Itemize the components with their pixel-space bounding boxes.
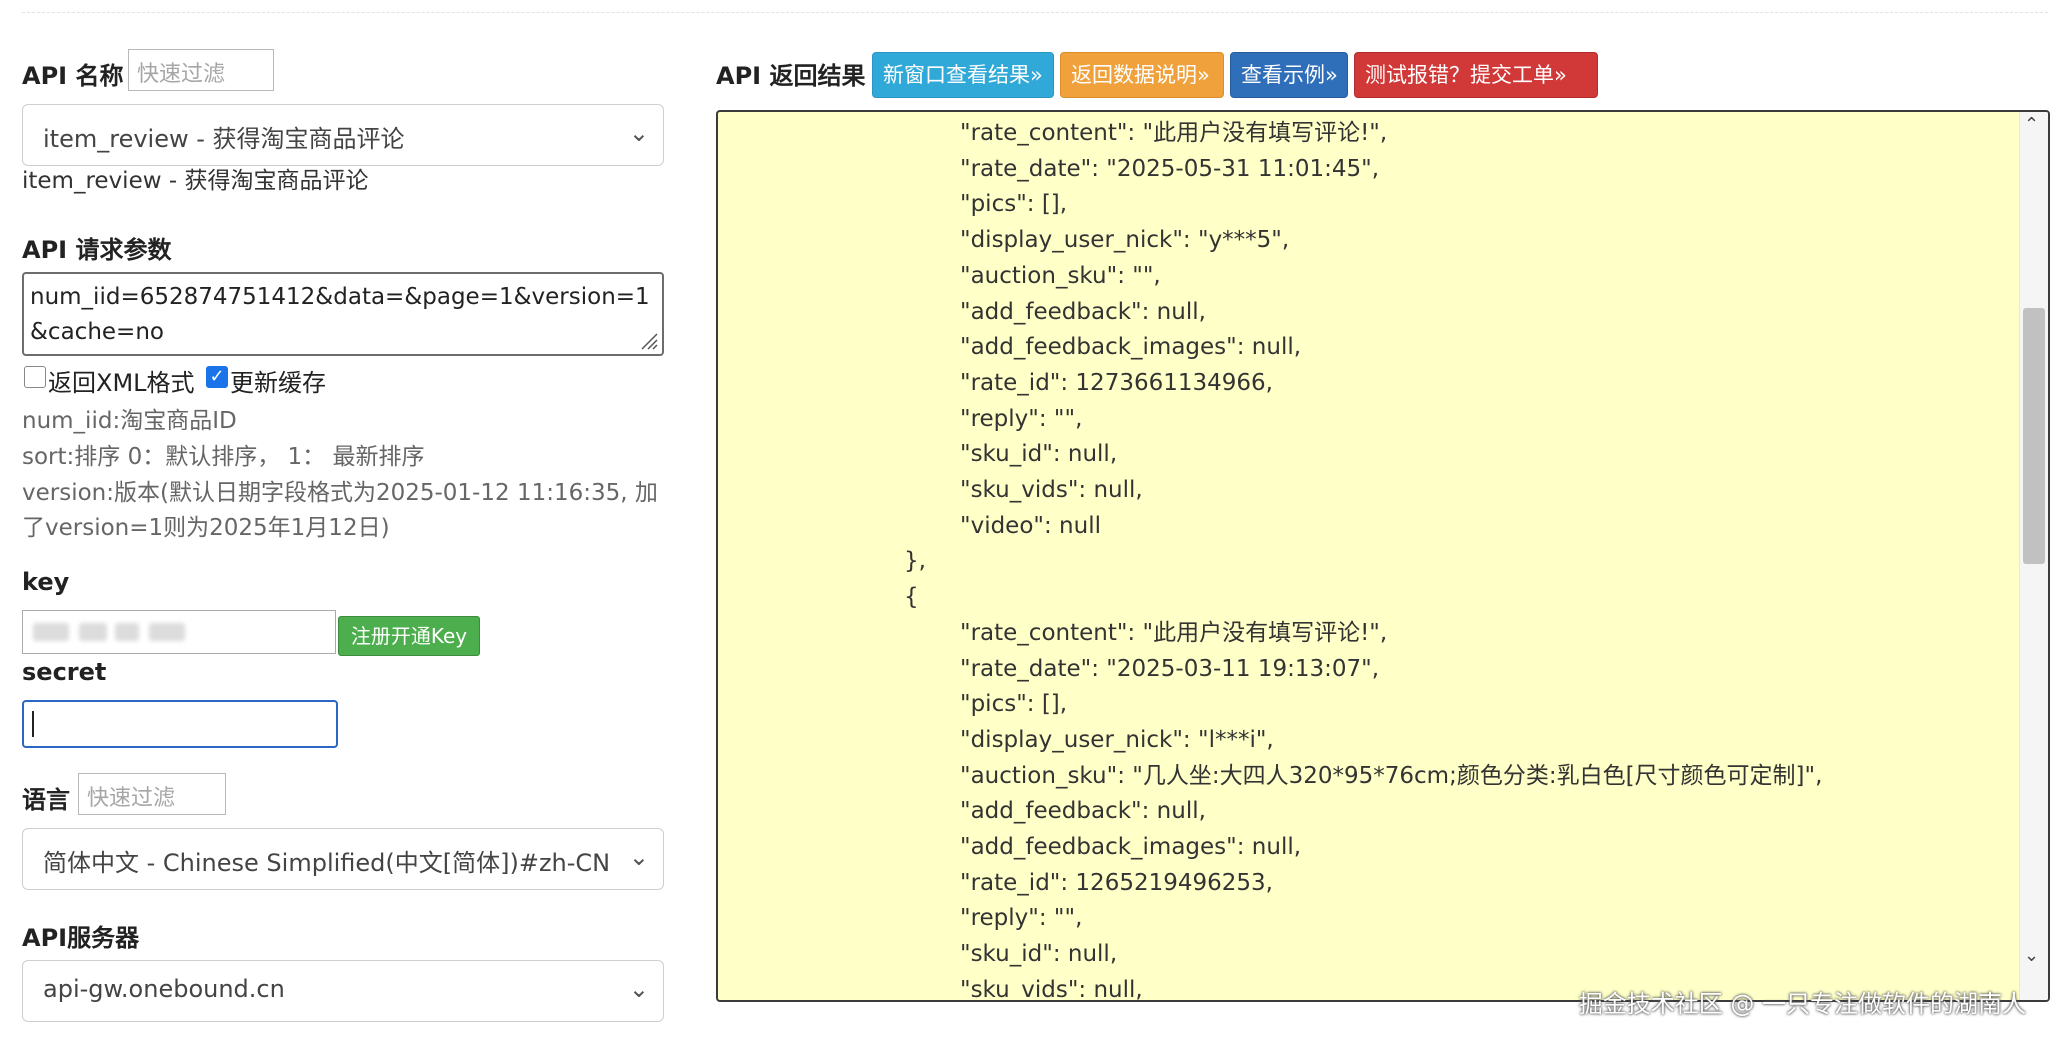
language-label: 语言 (22, 786, 70, 814)
json-line: "auction_sku": "", (960, 262, 1161, 289)
api-name-label: API 名称 (22, 62, 124, 90)
json-line: "display_user_nick": "y***5", (960, 227, 1290, 254)
watermark-text: 掘金技术社区 @ 一只专注做软件的湖南人 (1578, 990, 2026, 1018)
json-line: "add_feedback": null, (960, 798, 1206, 825)
json-line: "sku_id": null, (960, 941, 1118, 968)
key-input[interactable] (22, 610, 336, 654)
language-select[interactable]: 简体中文 - Chinese Simplified(中文[简体])#zh-CN … (22, 828, 664, 890)
xml-format-checkbox[interactable] (24, 366, 46, 388)
json-line: "add_feedback": null, (960, 298, 1206, 325)
view-example-button[interactable]: 查看示例» (1230, 52, 1348, 98)
json-line: "sku_vids": null, (960, 477, 1143, 503)
secret-label: secret (22, 658, 107, 686)
json-line: "sku_id": null, (960, 441, 1118, 468)
json-line: "pics": [], (960, 691, 1068, 718)
scroll-down-icon[interactable]: ⌄ (2024, 945, 2040, 966)
resize-grip-icon[interactable] (638, 330, 658, 350)
json-line: }, (904, 548, 926, 575)
params-value: num_iid=652874751412&data=&page=1&versio… (30, 284, 650, 345)
json-line: "rate_date": "2025-03-11 19:13:07", (960, 655, 1380, 682)
json-line: "reply": "", (960, 905, 1083, 932)
json-line: "rate_content": "此用户没有填写评论!", (960, 619, 1388, 646)
params-label: API 请求参数 (22, 236, 172, 264)
register-key-button[interactable]: 注册开通Key (338, 616, 480, 656)
json-line: "reply": "", (960, 405, 1083, 432)
report-error-button[interactable]: 测试报错？提交工单» (1354, 52, 1598, 98)
api-filter-input[interactable]: 快速过滤 (128, 49, 274, 91)
result-scrollbar[interactable]: ⌃ ⌄ (2019, 112, 2048, 1000)
json-line: "rate_date": "2025-05-31 11:01:45", (960, 155, 1380, 182)
key-label: key (22, 568, 70, 596)
param-note-3: version:版本(默认日期字段格式为2025-01-12 11:16:35,… (22, 480, 658, 541)
api-selected-caption: item_review - 获得淘宝商品评论 (22, 168, 369, 194)
param-note-2: sort:排序 0：默认排序， 1： 最新排序 (22, 444, 425, 470)
api-select[interactable]: item_review - 获得淘宝商品评论 ⌄ (22, 104, 664, 166)
json-line: "rate_id": 1273661134966, (960, 369, 1273, 396)
json-line: "display_user_nick": "l***i", (960, 726, 1274, 753)
result-panel[interactable]: "rate_content": "此用户没有填写评论!", "rate_date"… (716, 110, 2050, 1002)
json-line: "rate_content": "此用户没有填写评论!", (960, 120, 1388, 146)
chevron-down-icon: ⌄ (628, 975, 649, 1003)
language-select-value: 简体中文 - Chinese Simplified(中文[简体])#zh-CN (43, 849, 611, 877)
xml-format-label: 返回XML格式 (48, 369, 195, 397)
scroll-up-icon[interactable]: ⌃ (2024, 114, 2040, 135)
key-mask (149, 623, 185, 641)
update-cache-label: 更新缓存 (230, 369, 326, 397)
key-mask (115, 623, 139, 641)
json-line: "auction_sku": "几人坐:大四人320*95*76cm;颜色分类:… (960, 762, 1823, 789)
key-mask (79, 623, 107, 641)
json-line: { (904, 584, 919, 611)
json-line: "sku_vids": null, (960, 976, 1143, 1002)
json-line: "rate_id": 1265219496253, (960, 869, 1273, 896)
json-line: "add_feedback_images": null, (960, 834, 1302, 860)
api-server-label: API服务器 (22, 924, 140, 952)
api-select-value: item_review - 获得淘宝商品评论 (43, 125, 405, 153)
top-divider (22, 12, 2048, 13)
api-server-select[interactable]: api-gw.onebound.cn ⌄ (22, 960, 664, 1022)
param-note-1: num_iid:淘宝商品ID (22, 408, 237, 434)
api-server-select-value: api-gw.onebound.cn (43, 975, 285, 1003)
update-cache-checkbox[interactable]: ✓ (206, 366, 228, 388)
open-new-window-button[interactable]: 新窗口查看结果» (872, 52, 1054, 98)
chevron-down-icon: ⌄ (628, 843, 649, 871)
params-textarea[interactable]: num_iid=652874751412&data=&page=1&versio… (22, 272, 664, 356)
json-line: "video": null (960, 512, 1101, 539)
response-doc-button[interactable]: 返回数据说明» (1060, 52, 1224, 98)
language-filter-input[interactable]: 快速过滤 (78, 773, 226, 815)
json-line: "add_feedback_images": null, (960, 334, 1302, 361)
chevron-down-icon: ⌄ (628, 119, 649, 147)
text-caret (32, 711, 34, 737)
secret-input[interactable] (22, 700, 338, 748)
key-mask (33, 623, 69, 641)
scrollbar-thumb[interactable] (2023, 308, 2045, 564)
result-label: API 返回结果 (716, 62, 866, 90)
json-line: "pics": [], (960, 191, 1068, 218)
